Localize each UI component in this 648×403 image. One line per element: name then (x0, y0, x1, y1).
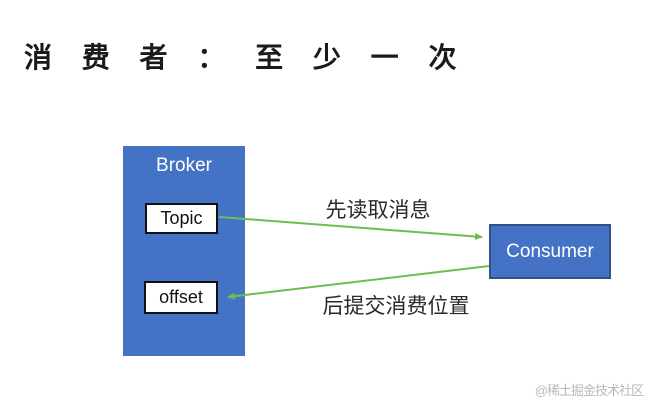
page-title: 消 费 者 ： 至 少 一 次 (24, 42, 468, 73)
arrow-label-read-message: 先读取消息 (325, 199, 431, 222)
watermark: @稀土掘金技术社区 (534, 383, 644, 398)
topic-node: Topic (145, 203, 218, 234)
consumer-node: Consumer (489, 224, 611, 279)
broker-node-label: Broker (156, 155, 212, 176)
arrow-label-commit-offset: 后提交消费位置 (322, 295, 470, 318)
broker-node: Broker Topic offset (123, 146, 245, 356)
offset-node: offset (144, 281, 218, 314)
